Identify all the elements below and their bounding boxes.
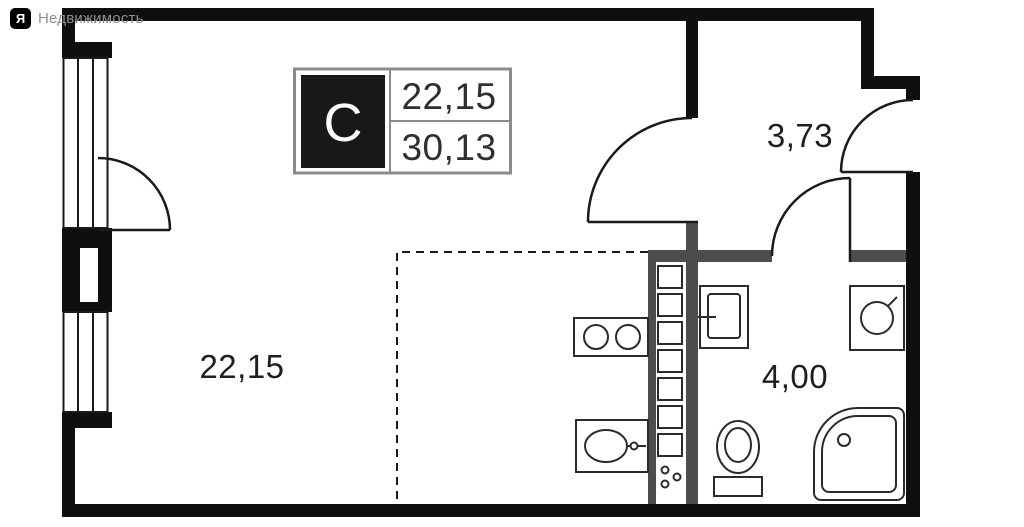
total-area-value: 30,13: [401, 127, 496, 168]
vent-shaft-cell: [657, 293, 683, 317]
shower-icon: [813, 407, 905, 501]
vent-shaft-cell: [657, 405, 683, 429]
wall-segment: [861, 8, 874, 89]
kitchen-sink-icon: [575, 419, 649, 473]
wall-niche: [80, 248, 98, 302]
door-swing-arc: [586, 116, 693, 223]
door-swing-arc: [839, 98, 914, 173]
entrance-door: [839, 98, 914, 174]
apartment-info-box: С 22,15 30,13: [293, 67, 512, 175]
wall-segment: [906, 172, 920, 517]
vent-shaft-cell: [657, 321, 683, 345]
vent-dot: [660, 465, 670, 475]
vent-dot: [672, 472, 682, 482]
washing-machine-icon: [849, 285, 905, 351]
vent-shaft-cell: [657, 377, 683, 401]
room-divider-wall: [686, 21, 698, 118]
room-hall-door: [586, 116, 698, 224]
room-label-hall: 3,73: [767, 117, 833, 154]
vent-shaft-cell: [657, 265, 683, 289]
room-label-main: 22,15: [199, 348, 284, 385]
wall-segment: [906, 89, 920, 100]
window-bottom: [62, 311, 109, 413]
vent-shaft-cell: [657, 433, 683, 457]
vent-shaft-cell: [657, 349, 683, 373]
yandex-logo-icon: Я: [10, 8, 31, 29]
living-area-value: 22,15: [401, 76, 496, 117]
bathroom-door: [770, 176, 852, 262]
duct-wall: [648, 262, 656, 504]
vent-dot: [660, 479, 670, 489]
wall-segment: [62, 42, 112, 58]
studio-type-badge: [301, 75, 385, 168]
bathroom-top-wall: [648, 250, 772, 262]
bathroom-sink-icon: [698, 285, 749, 349]
room-label-bathroom: 4,00: [762, 358, 828, 395]
toilet-icon: [713, 420, 763, 497]
wall-segment: [62, 8, 874, 21]
wall-segment: [861, 76, 920, 89]
bathroom-top-wall: [850, 250, 906, 262]
cooktop-icon: [573, 317, 649, 357]
bathroom-left-wall: [686, 222, 698, 504]
vent-shaft: [657, 265, 683, 489]
partition-walls: [648, 222, 906, 504]
door-swing-arc: [770, 176, 851, 257]
window-top: [62, 57, 109, 229]
outer-walls: [62, 8, 920, 517]
studio-type-letter: С: [324, 93, 363, 153]
door-swing-arc: [97, 156, 172, 231]
wall-segment: [62, 412, 75, 517]
brand-logo[interactable]: Я Недвижимость: [10, 8, 144, 29]
balcony-door: [97, 156, 172, 232]
wall-segment: [62, 504, 920, 517]
brand-name: Недвижимость: [38, 10, 144, 27]
